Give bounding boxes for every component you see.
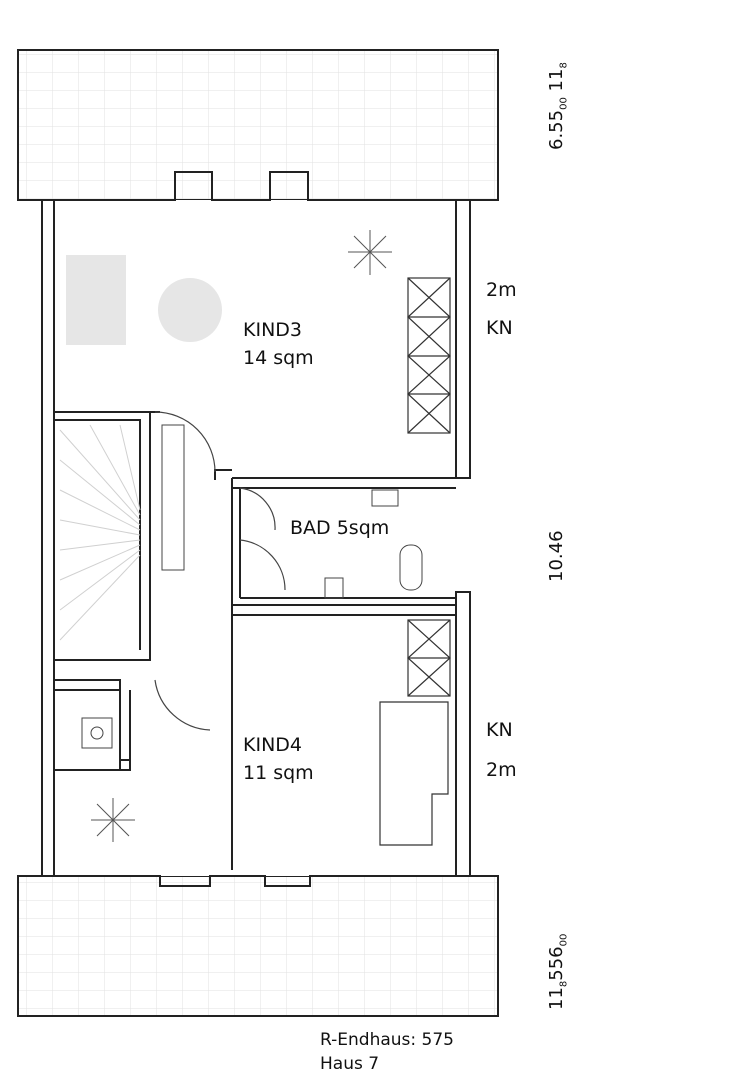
roof-bottom: [17, 875, 499, 1017]
room-area-kind3: 14 sqm: [243, 347, 314, 369]
bath-fixtures: [81, 424, 423, 749]
kn-label-top: KN: [486, 317, 513, 339]
room-name-kind3: KIND3: [243, 319, 302, 341]
bed: [379, 701, 449, 846]
wardrobe-kind3: [407, 277, 451, 434]
room-area-kind4: 11 sqm: [243, 762, 314, 784]
wardrobe-kind4: [407, 619, 451, 697]
kn-height-bottom: 2m: [486, 759, 517, 781]
kn-label-bottom: KN: [486, 719, 513, 741]
stairs: [59, 424, 141, 641]
room-name-kind4: KIND4: [243, 734, 302, 756]
dimension-middle: 10.46: [546, 530, 567, 582]
dimension-top: 6.5500 118: [546, 62, 570, 150]
plant-icon: [348, 230, 392, 275]
doors: [154, 411, 286, 731]
dimension-bottom: 11855600: [546, 933, 570, 1010]
kn-height-top: 2m: [486, 279, 517, 301]
plant-icon: [91, 798, 135, 842]
rug: [158, 278, 222, 342]
footer-line-1: R-Endhaus: 575: [320, 1030, 454, 1050]
footer-line-2: Haus 7: [320, 1054, 380, 1074]
walls: [41, 199, 471, 877]
room-name-bad: BAD 5sqm: [290, 517, 390, 539]
roof-top: [17, 49, 499, 201]
sofa: [66, 255, 126, 345]
